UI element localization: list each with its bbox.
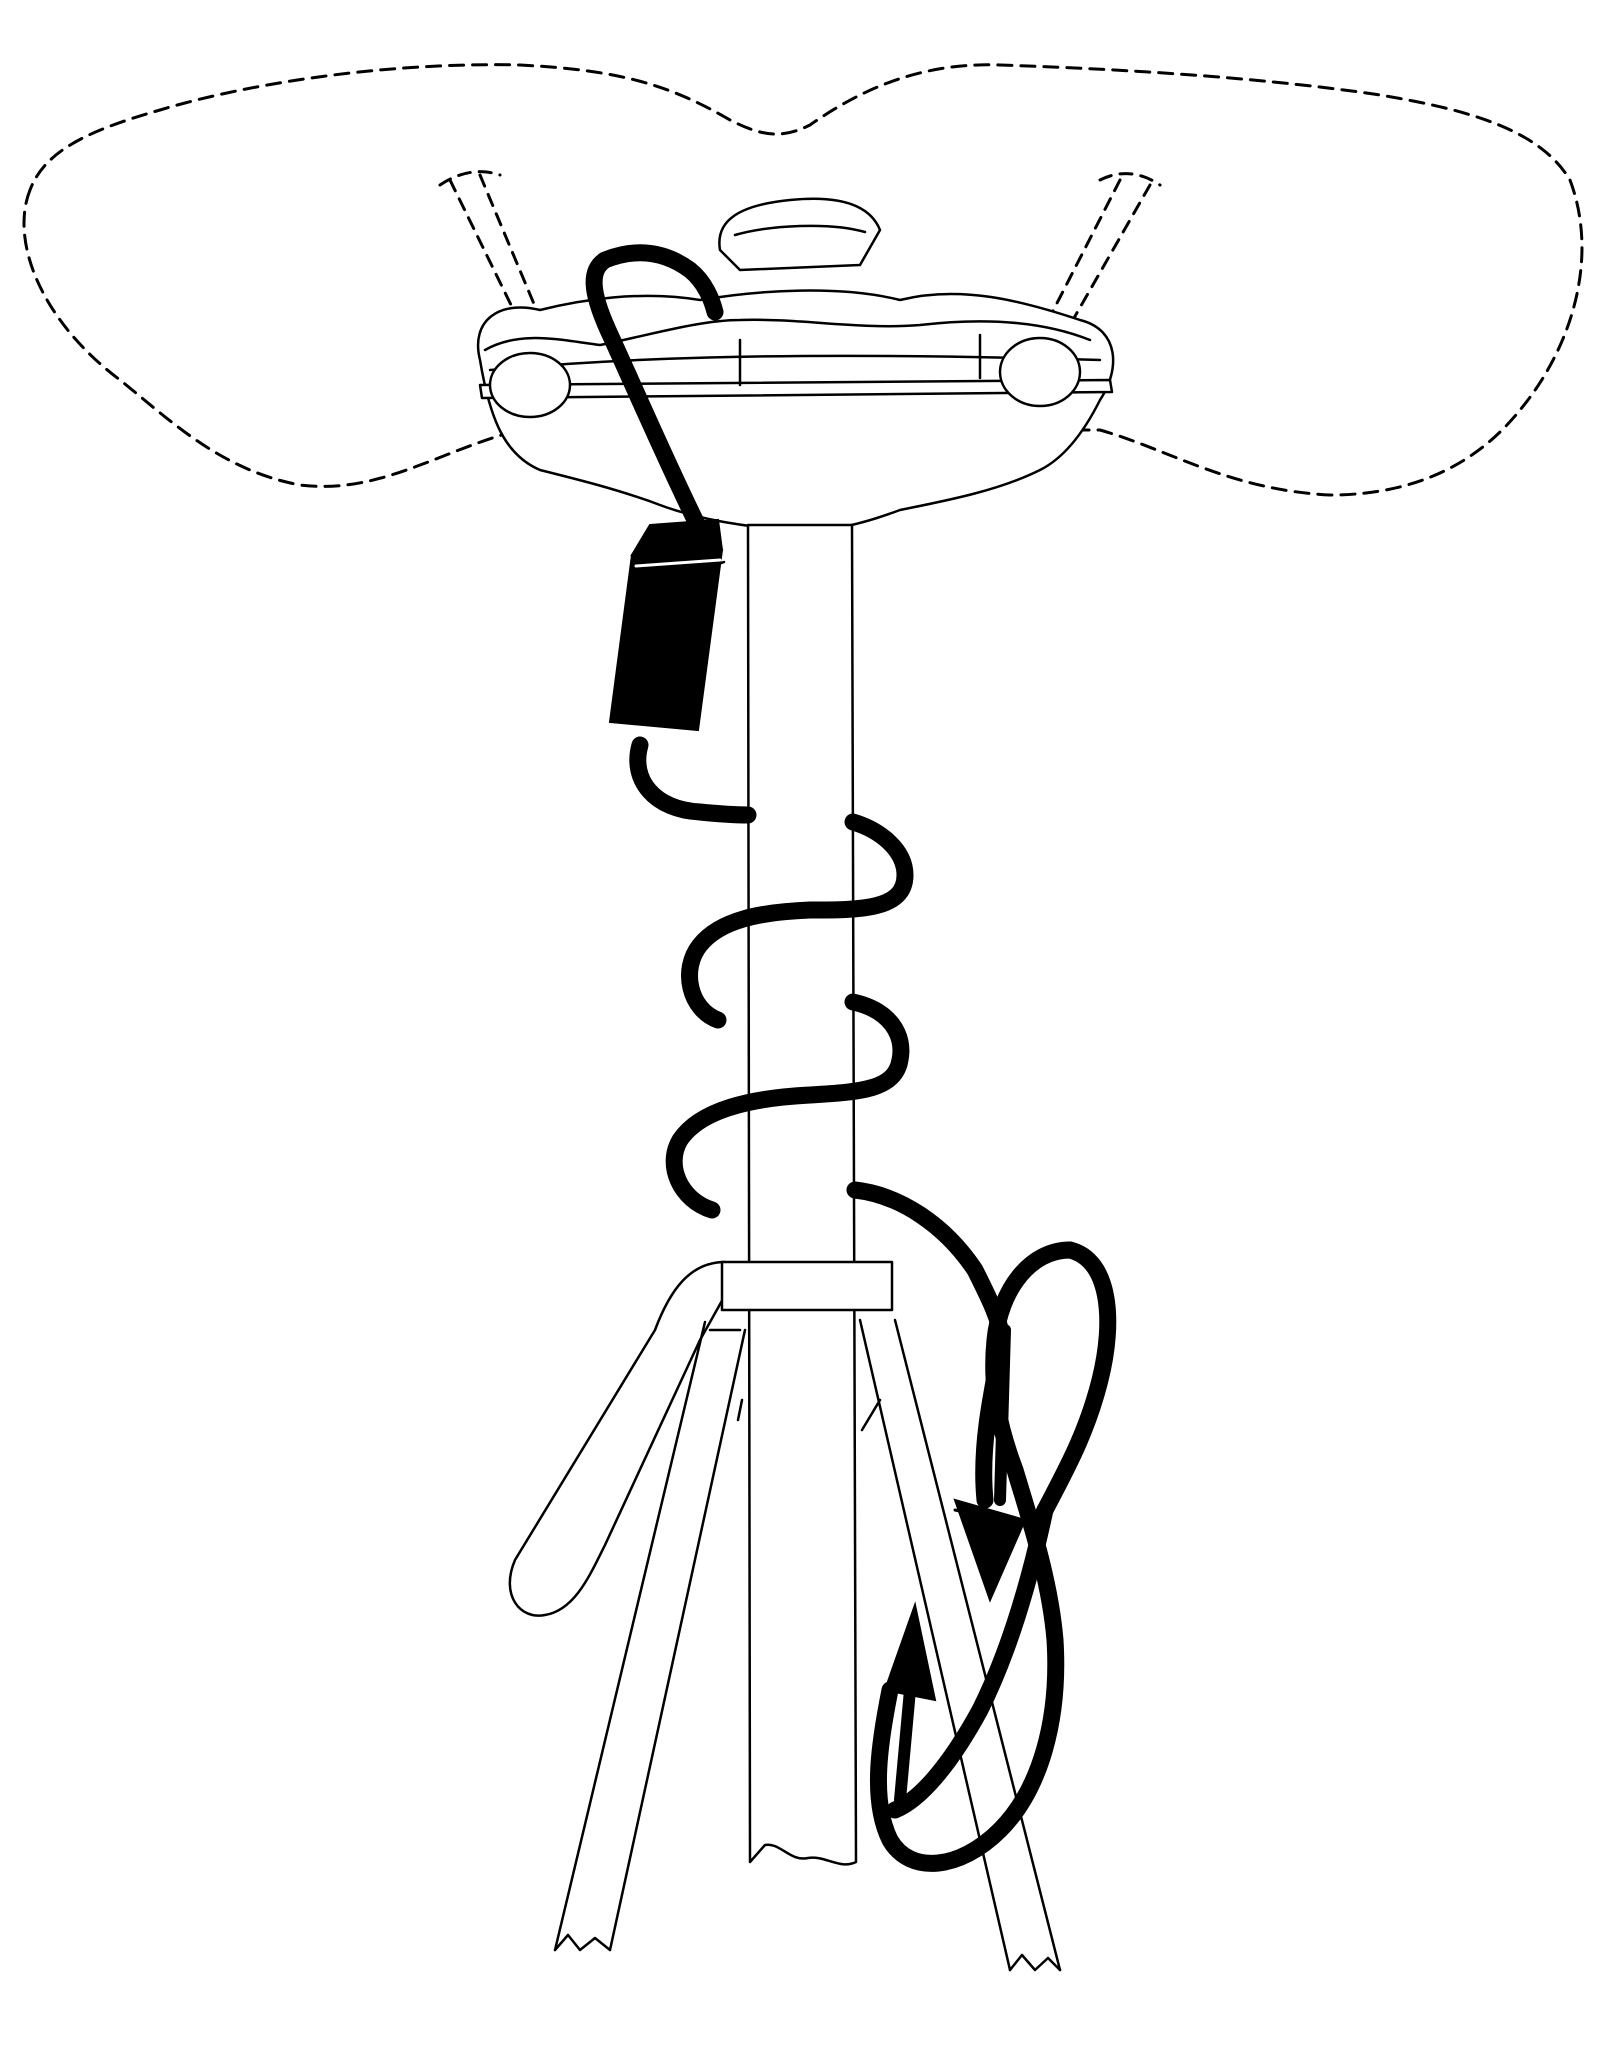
lock-cylinder [608,518,726,732]
lock-cable [585,244,1117,1872]
frame-tubes [508,1260,1062,1972]
up-arrow-icon [883,1601,937,1806]
down-arrow-icon [953,1324,1027,1603]
seat-post [746,523,858,1866]
frame-clamp-band [720,1260,894,1312]
